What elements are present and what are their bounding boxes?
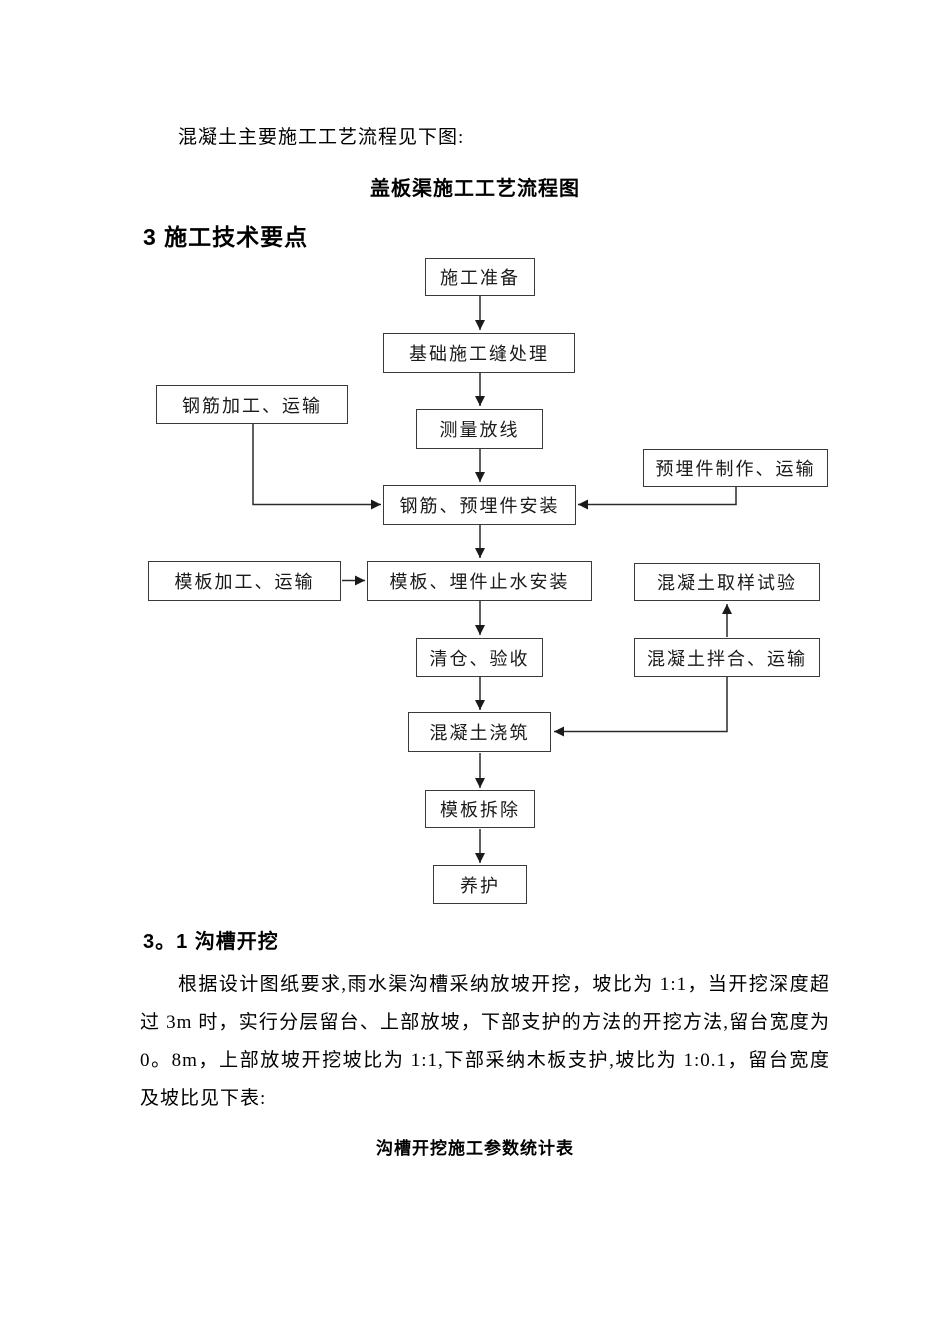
- edge-embedded-to-install: [578, 487, 737, 510]
- subsection-heading: 3。1 沟槽开挖: [143, 931, 279, 953]
- paragraph-line: 根据设计图纸要求,雨水渠沟槽采纳放坡开挖，坡比为 1:1，当开挖深度超: [178, 974, 830, 995]
- flow-node-curing: 养护: [433, 865, 527, 904]
- edge-mixing-to-pouring: [554, 677, 728, 737]
- flow-node-formwork-waterstop-install: 模板、埋件止水安装: [367, 561, 592, 601]
- paragraph-line: 0。8m，上部放坡开挖坡比为 1:1,下部采纳木板支护,坡比为 1:0.1，留台…: [140, 1050, 830, 1071]
- flow-node-concrete-pouring: 混凝土浇筑: [408, 712, 551, 752]
- intro-text: 混凝土主要施工工艺流程见下图:: [178, 127, 465, 148]
- flow-node-cleanup-acceptance: 清仓、验收: [416, 638, 543, 677]
- flow-node-construction-prep: 施工准备: [425, 258, 535, 296]
- edge-rebar-to-install: [252, 424, 381, 510]
- paragraph-line: 过 3m 时，实行分层留台、上部放坡，下部支护的方法的开挖方法,留台宽度为: [140, 1012, 830, 1033]
- paragraph-line: 及坡比见下表:: [140, 1088, 267, 1109]
- flow-node-embedded-parts-making-transport: 预埋件制作、运输: [643, 449, 828, 487]
- body-paragraph: 根据设计图纸要求,雨水渠沟槽采纳放坡开挖，坡比为 1:1，当开挖深度超 过 3m…: [140, 966, 830, 1118]
- flow-node-concrete-mixing-transport: 混凝土拌合、运输: [634, 638, 820, 677]
- table-title: 沟槽开挖施工参数统计表: [376, 1139, 574, 1158]
- flow-node-formwork-processing-transport: 模板加工、运输: [148, 561, 341, 601]
- flow-node-formwork-removal: 模板拆除: [425, 790, 535, 828]
- flow-node-rebar-embedded-parts-install: 钢筋、预埋件安装: [383, 485, 576, 525]
- section-heading: 3 施工技术要点: [143, 224, 309, 250]
- flow-node-foundation-joint-treatment: 基础施工缝处理: [383, 333, 575, 373]
- flowchart-title: 盖板渠施工工艺流程图: [370, 178, 580, 200]
- flow-node-concrete-sampling-test: 混凝土取样试验: [634, 563, 820, 601]
- flow-node-rebar-processing-transport: 钢筋加工、运输: [156, 385, 348, 424]
- flow-node-survey-layout: 测量放线: [416, 409, 543, 449]
